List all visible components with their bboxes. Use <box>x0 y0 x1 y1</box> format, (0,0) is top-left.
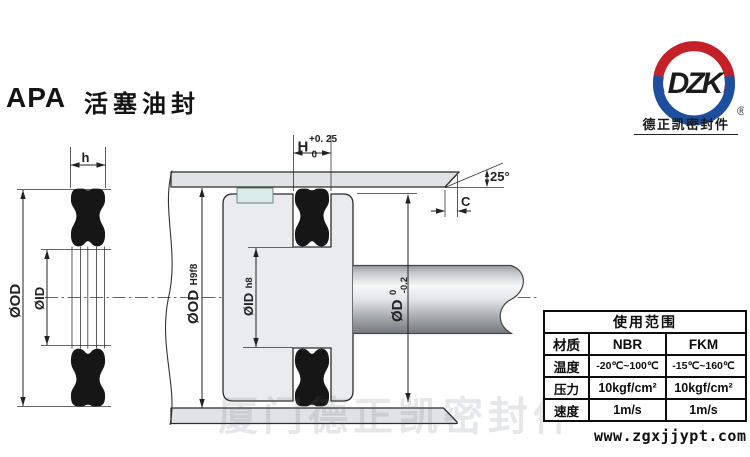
product-name: 活塞油封 <box>84 91 200 118</box>
table-row: 压力 10kgf/cm² 10kgf/cm² <box>545 378 745 400</box>
installation-view: H +0. 25 0 25° C <box>165 134 524 426</box>
table-cell: 温度 <box>545 356 590 376</box>
dim-rod-main-label: ØD <box>389 299 406 322</box>
dim-bore: ØOD H9f8 <box>185 188 205 408</box>
dim-chamfer-angle: 25° <box>444 162 510 188</box>
technical-drawing: h ØOD ØID <box>7 134 537 426</box>
dim-chamfer-width: C <box>431 175 471 217</box>
dim-rod-sub: -0.2 <box>399 277 410 293</box>
dim-id-left: ØID <box>32 250 50 345</box>
table-cell: -15℃~160℃ <box>672 360 735 372</box>
table-cell: FKM <box>688 336 719 352</box>
table-cell: 10kgf/cm² <box>674 381 733 395</box>
dim-h-label: h <box>82 150 90 165</box>
table-cell: -20℃~100℃ <box>590 356 667 376</box>
guide-ring <box>236 187 274 204</box>
cylinder-wall-top <box>170 171 460 188</box>
company-logo: DZK ® <box>632 24 746 142</box>
dim-od-left: ØOD <box>7 190 26 406</box>
table-cell: 材质 <box>545 334 590 354</box>
dim-od-suffix: H9f8 <box>189 263 200 285</box>
dim-id-left-label: ØID <box>32 287 47 310</box>
logo-ring-red <box>653 41 735 96</box>
table-cell: 1m/s <box>689 403 718 417</box>
table-cell: 10kgf/cm² <box>590 378 667 398</box>
dim-C-label: C <box>461 194 471 209</box>
dim-H-sup: +0. 25 <box>309 134 338 145</box>
watermark-text: 厦门德正凯密封件 <box>218 395 578 439</box>
table-cell: NBR <box>590 334 667 354</box>
dim-id-suffix: h8 <box>244 277 255 288</box>
logo-ring-blue <box>653 74 735 126</box>
table-row: 温度 -20℃~100℃ -15℃~160℃ <box>545 356 745 378</box>
dim-angle-label: 25° <box>490 169 510 184</box>
table-cell: 压力 <box>545 378 590 398</box>
dim-groove-width: H +0. 25 0 <box>293 134 338 191</box>
piston-rod-outline <box>353 264 524 335</box>
seal-surface-lines <box>71 246 105 349</box>
dim-H-label: H <box>298 139 309 156</box>
dim-od-left-label: ØOD <box>7 284 24 318</box>
dim-rod-sup: 0 <box>388 290 399 295</box>
svg-text:ØD 0 -0.2: ØD 0 -0.2 <box>383 277 410 322</box>
logo-caption: 德正凯密封件 <box>634 114 738 135</box>
seal-profile-bottom <box>70 348 106 407</box>
installed-seal-top <box>294 188 330 247</box>
dim-h: h <box>70 150 106 168</box>
spec-table-title: 使用范围 <box>545 312 745 334</box>
logo-graphic: DZK ® <box>653 41 746 126</box>
logo-monogram: DZK <box>668 67 726 100</box>
table-row: 速度 1m/s 1m/s <box>545 400 745 420</box>
svg-text:ØOD H9f8: ØOD H9f8 <box>185 263 202 324</box>
dim-od-main-label: ØOD <box>185 290 202 324</box>
spec-table: 使用范围 材质 NBR FKM 温度 -20℃~100℃ -15℃~160℃ 压… <box>543 310 747 422</box>
table-cell: 速度 <box>545 400 590 420</box>
seal-profile-top <box>70 188 106 247</box>
piston-rod <box>353 265 524 334</box>
website-url: www.zgxjjypt.com <box>594 427 747 445</box>
logo-inner-circle <box>666 54 722 110</box>
product-code: APA <box>6 82 67 113</box>
dim-piston-od: ØD 0 -0.2 <box>357 193 417 402</box>
table-row: 材质 NBR FKM <box>545 334 745 356</box>
left-view-extension-lines <box>17 147 111 407</box>
svg-text:ØID h8: ØID h8 <box>240 277 257 316</box>
table-cell: 1m/s <box>590 400 667 420</box>
break-line <box>165 170 173 426</box>
dim-groove-id: ØID h8 <box>240 247 293 348</box>
dim-id-main-label: ØID <box>241 293 256 316</box>
seal-section-view: h ØOD ØID <box>7 147 111 407</box>
registered-mark: ® <box>737 104 744 118</box>
piston-body <box>222 193 354 402</box>
dim-H-sub: 0 <box>312 150 318 161</box>
